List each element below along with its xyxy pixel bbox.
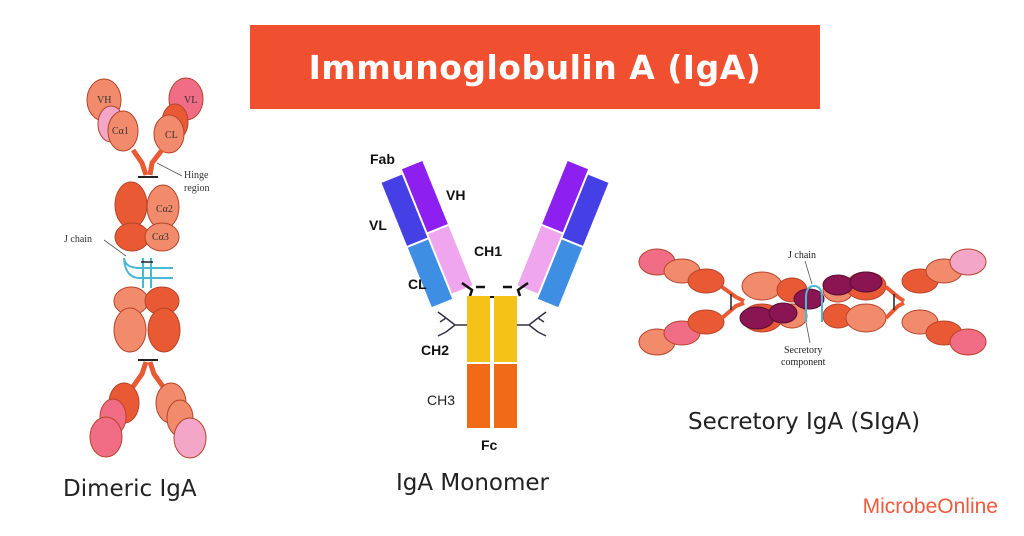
dimeric-label-ca2: Cα2	[156, 204, 173, 215]
siga-secretory-5	[849, 271, 883, 293]
dimeric-j-chain	[123, 257, 173, 288]
title-banner: Immunoglobulin A (IgA)	[250, 25, 820, 109]
dimeric-lower-ca2-right	[147, 307, 181, 353]
monomer-label-cl: CL	[408, 276, 427, 292]
monomer-label-ch3: CH3	[427, 392, 455, 408]
monomer-label-vh: VH	[446, 187, 465, 203]
siga-j-chain-pointer	[804, 260, 813, 285]
monomer-left-cl	[407, 239, 453, 308]
monomer-right-ch1	[517, 225, 562, 294]
siga-secretory-1	[739, 306, 775, 330]
monomer-left-vh	[401, 160, 448, 233]
dimeric-ca3-left	[114, 222, 150, 252]
siga-right-upper-3	[949, 248, 987, 276]
secretory-iga-diagram: J chain Secretory component	[638, 248, 987, 368]
dimeric-label-hinge-2: region	[184, 183, 210, 194]
caption-secretory: Secretory IgA (SIgA)	[688, 409, 921, 435]
dimeric-lower-ca2-left	[113, 307, 147, 353]
siga-j-chain	[805, 284, 823, 322]
siga-label-secretory-2: component	[781, 357, 826, 368]
dimeric-ca2-left	[114, 181, 148, 229]
dimeric-hinge-lower	[129, 361, 167, 390]
monomer-label-ch1: CH1	[474, 243, 502, 259]
siga-left-fc-1	[741, 271, 783, 301]
dimeric-lower-fab-left-3	[89, 416, 123, 458]
monomer-left-vl	[381, 174, 428, 246]
dimeric-ca1-domain	[107, 110, 139, 152]
monomer-right-vl	[562, 174, 609, 246]
siga-left-upper-3	[687, 268, 725, 294]
dimeric-ca3-right	[144, 222, 180, 252]
siga-secretory-4	[822, 274, 854, 296]
monomer-left-fab	[381, 160, 473, 308]
monomer-label-fab: Fab	[370, 151, 395, 167]
siga-secretory-pointer	[805, 321, 811, 344]
monomer-label-vl: VL	[369, 217, 387, 233]
siga-right-hinge	[884, 285, 906, 320]
siga-left-hinge	[720, 285, 745, 320]
monomer-ch3-right	[494, 364, 517, 428]
page-title: Immunoglobulin A (IgA)	[308, 47, 762, 87]
dimeric-iga-diagram: VH VL Cα1 CL Cα2 Cα3 Hinge region J chai…	[64, 77, 210, 459]
dimeric-j-chain-pointer	[103, 239, 127, 257]
monomer-label-ch2: CH2	[421, 342, 449, 358]
monomer-ch2-right	[494, 296, 517, 362]
siga-label-j-chain: J chain	[788, 250, 816, 261]
monomer-hinge	[461, 281, 529, 297]
dimeric-label-ca1: Cα1	[112, 126, 129, 137]
brand-logo-text: MicrobeOnline	[862, 495, 998, 518]
monomer-right-cl	[537, 239, 583, 308]
siga-secretory-2	[768, 302, 798, 324]
iga-monomer-diagram: Fab VH VL CH1 CL CH2 CH3 Fc	[369, 151, 609, 453]
dimeric-cl-domain	[153, 114, 185, 154]
monomer-ch2-left	[467, 296, 490, 362]
dimeric-lower-fab-right-3	[173, 417, 207, 459]
monomer-right-fab	[517, 160, 609, 308]
dimeric-label-hinge-1: Hinge	[184, 170, 209, 181]
siga-label-secretory-1: Secretory	[784, 345, 822, 356]
siga-left-lower-3	[687, 309, 725, 335]
dimeric-label-cl: CL	[165, 130, 178, 141]
siga-right-lower-3	[949, 328, 987, 356]
dimeric-label-vh: VH	[97, 95, 111, 106]
caption-dimeric: Dimeric IgA	[63, 476, 197, 502]
dimeric-label-ca3: Cα3	[152, 232, 169, 243]
monomer-right-vh	[542, 160, 589, 233]
caption-monomer: IgA Monomer	[396, 470, 550, 496]
monomer-label-fc: Fc	[481, 437, 498, 453]
dimeric-label-j-chain: J chain	[64, 234, 92, 245]
monomer-left-ch1	[428, 225, 473, 294]
dimeric-label-vl: VL	[184, 95, 197, 106]
dimeric-hinge-upper	[130, 148, 164, 176]
monomer-glycan-left	[437, 311, 467, 337]
monomer-glycan-right	[517, 311, 547, 337]
dimeric-hinge-pointer	[156, 162, 183, 177]
monomer-ch3-left	[467, 364, 490, 428]
siga-secretory-3	[793, 288, 825, 310]
siga-right-fc-4	[845, 303, 887, 333]
